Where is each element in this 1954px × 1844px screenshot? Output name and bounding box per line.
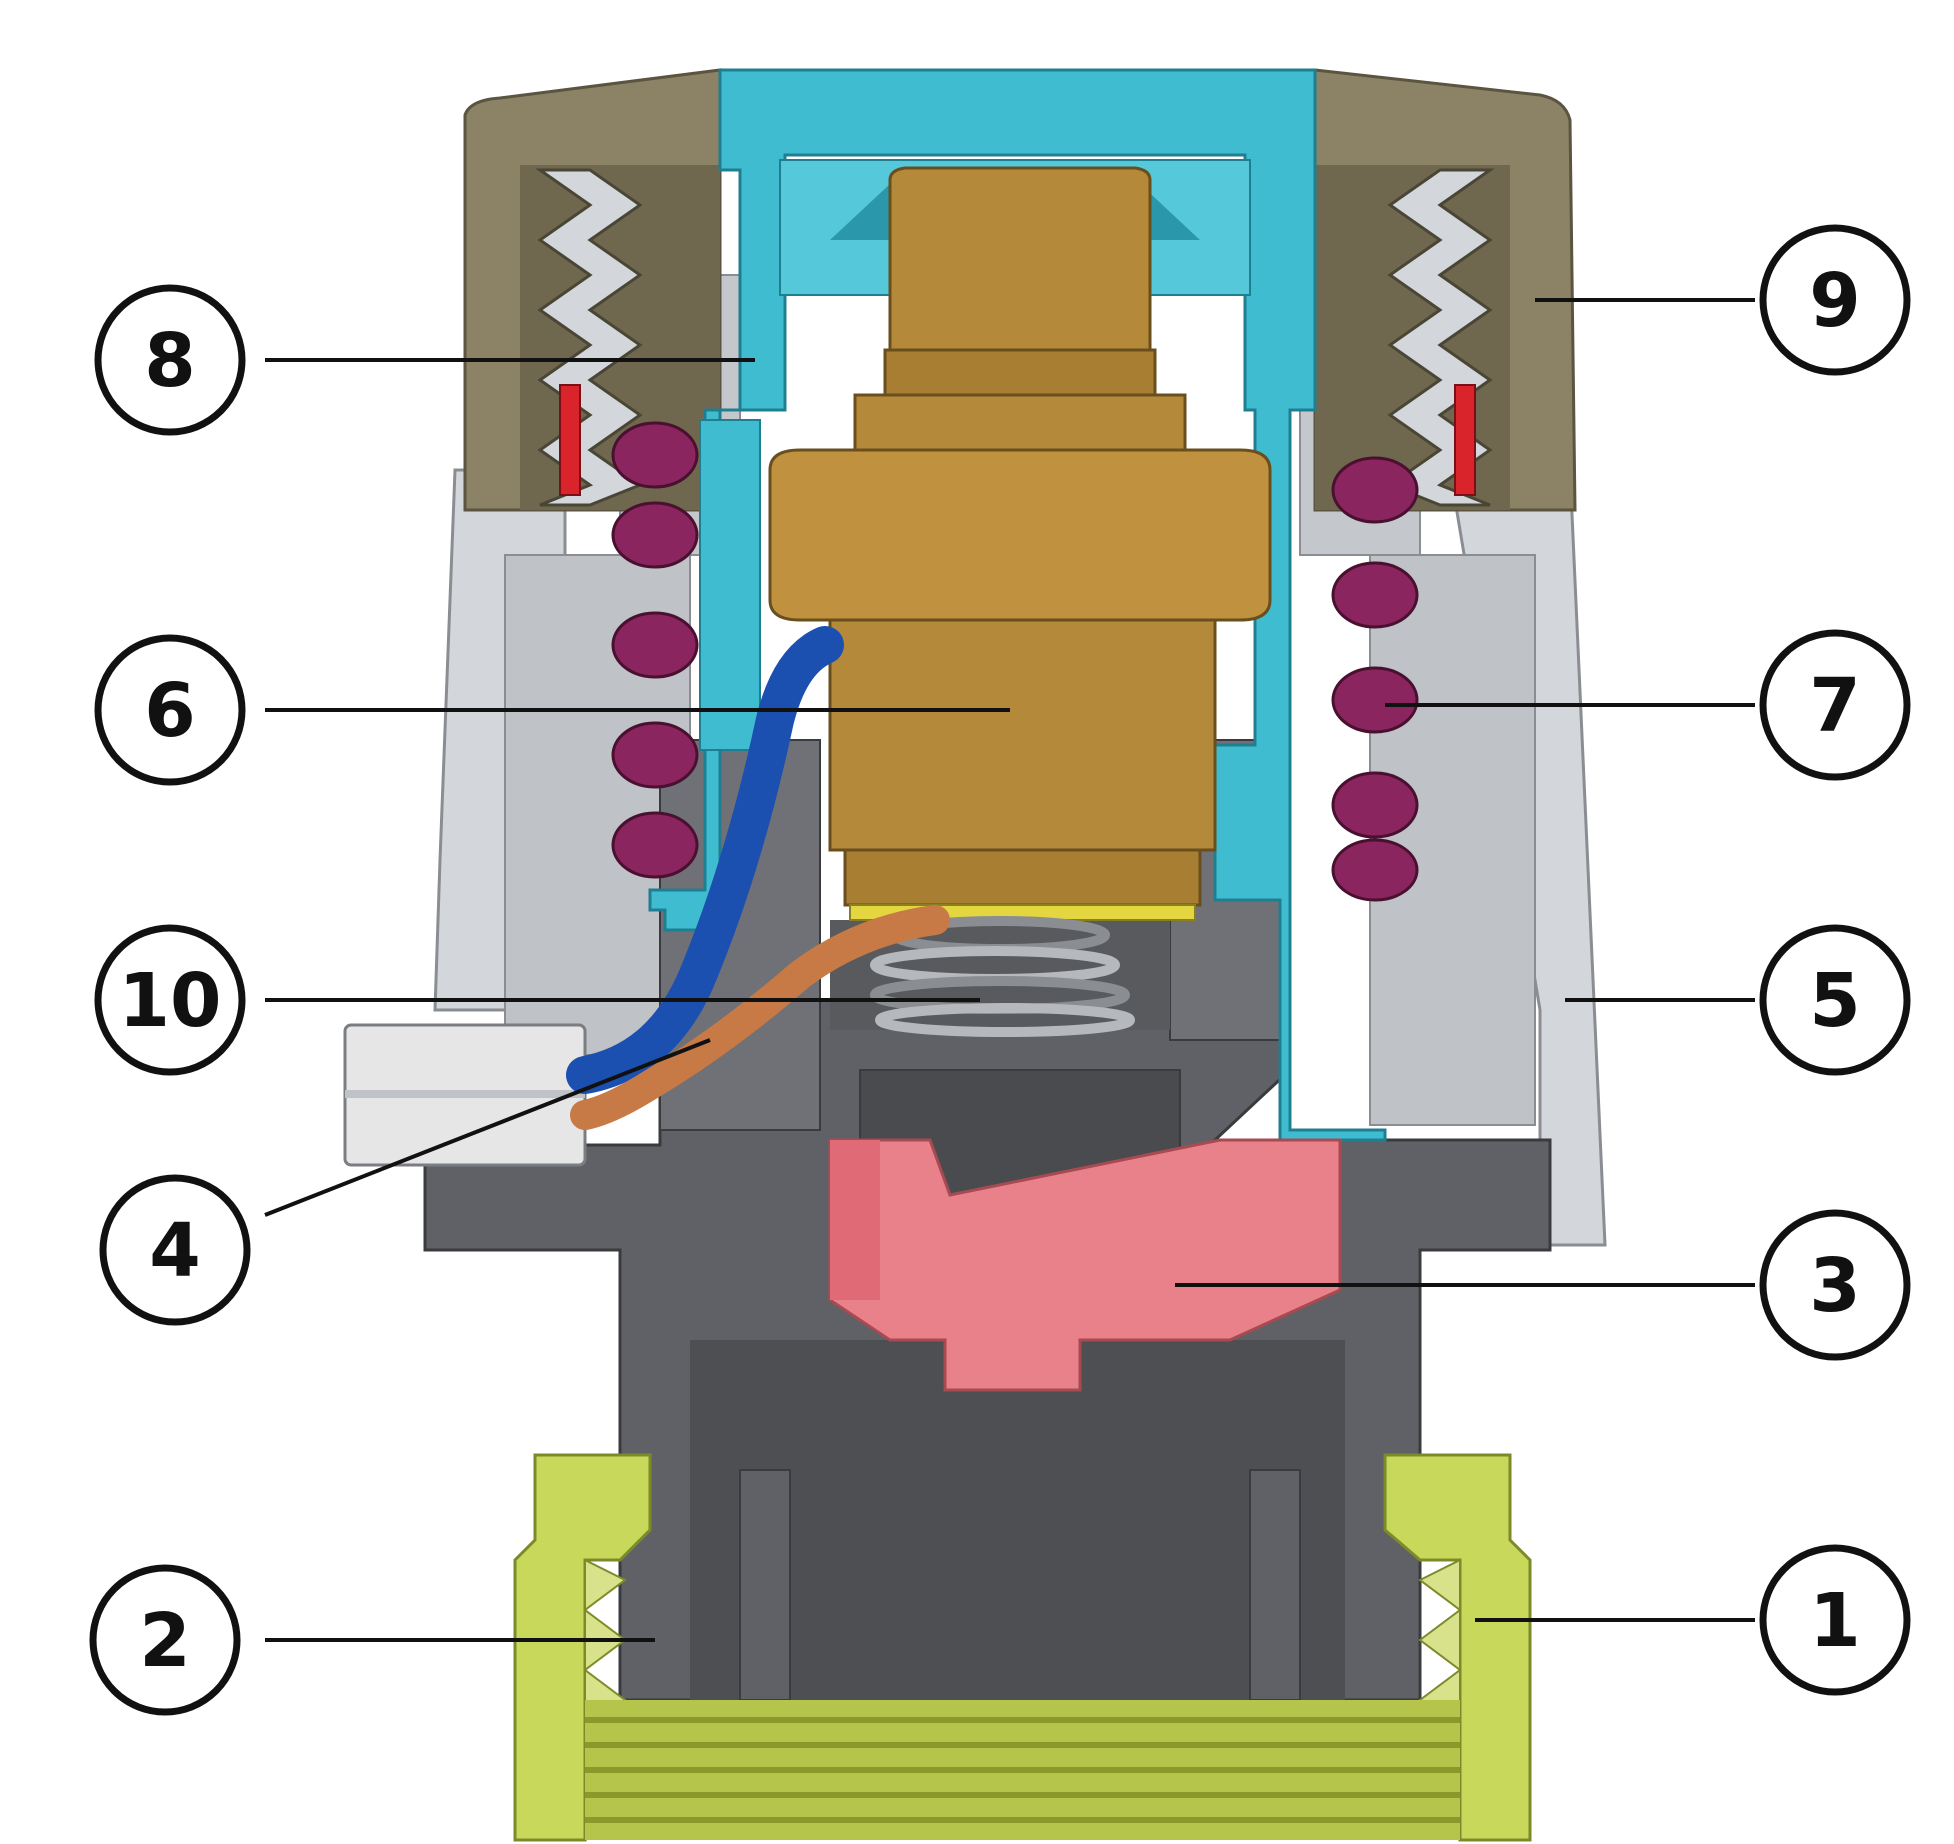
callout-number-2: 2	[139, 1598, 191, 1684]
return-spring	[611, 421, 1419, 902]
callout-group: 1 2 3 4 5 6 7 8 9 10	[89, 224, 1911, 1716]
callout-circle-4	[99, 1174, 251, 1326]
adjustment-pin	[828, 1138, 1342, 1392]
callout-circle-9	[1759, 224, 1911, 376]
compression-spring	[870, 916, 1135, 1037]
callout-circle-1	[1759, 1544, 1911, 1696]
callout-number-5: 5	[1809, 958, 1861, 1044]
callout-number-7: 7	[1809, 663, 1861, 749]
callout-circle-7	[1759, 629, 1911, 781]
callout-number-4: 4	[149, 1208, 201, 1294]
cap	[463, 68, 1577, 512]
callout-circle-5	[1759, 924, 1911, 1076]
callout-circle-8	[94, 284, 246, 436]
callout-circle-3	[1759, 1209, 1911, 1361]
callout-circle-10	[94, 924, 246, 1076]
callout-number-3: 3	[1809, 1243, 1861, 1329]
callout-number-1: 1	[1809, 1578, 1861, 1664]
callout-number-10: 10	[119, 958, 222, 1044]
callout-circle-6	[94, 634, 246, 786]
callout-circle-2	[89, 1564, 241, 1716]
callout-number-6: 6	[144, 668, 196, 754]
callout-number-9: 9	[1809, 258, 1861, 344]
callout-number-8: 8	[144, 318, 196, 404]
callout-leader-4	[264, 1038, 711, 1217]
connection-nut	[513, 1453, 1532, 1842]
wiring	[343, 626, 950, 1167]
